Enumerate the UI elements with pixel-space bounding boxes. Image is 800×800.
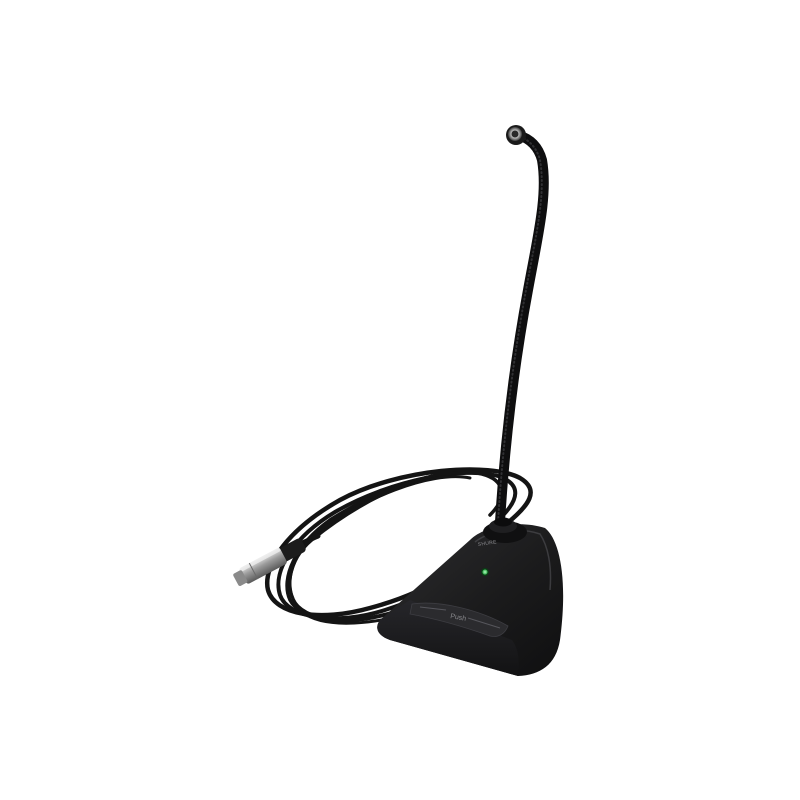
xlr-connector-icon xyxy=(233,538,306,586)
gooseneck xyxy=(495,130,549,527)
led-indicator-icon xyxy=(481,568,489,576)
microphone-capsule xyxy=(506,125,526,145)
push-button-label: Push xyxy=(450,613,467,623)
brand-label: SHURE xyxy=(477,539,497,548)
microphone-base xyxy=(377,517,564,676)
